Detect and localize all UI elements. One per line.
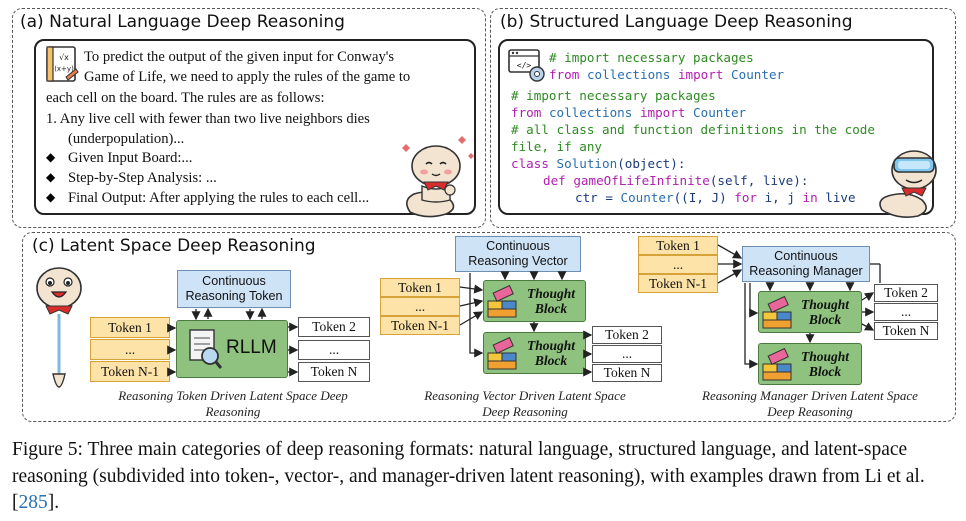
- continuous-reasoning-manager-box: Continuous Reasoning Manager: [742, 246, 870, 282]
- code-line-2: from collections import Counter: [549, 67, 785, 82]
- lego-bricks-icon: [762, 347, 792, 381]
- continuous-reasoning-token-box: Continuous Reasoning Token: [177, 270, 291, 308]
- continuous-reasoning-vector-box: Continuous Reasoning Vector: [455, 236, 581, 272]
- panel-c-title: (c) Latent Space Deep Reasoning: [32, 236, 316, 256]
- output-token-ellipsis: ...: [298, 340, 370, 360]
- nl-line-1: To predict the output of the given input…: [84, 49, 395, 65]
- svg-text:</>: </>: [517, 61, 532, 70]
- panel-a-title: (a) Natural Language Deep Reasoning: [20, 12, 345, 32]
- rm-output-token-2: Token 2: [874, 284, 938, 302]
- code-line-8: def gameOfLifeInfinite(self, live):: [543, 173, 809, 188]
- bullet-diamond-icon: ◆: [46, 150, 56, 164]
- rm-subcaption: Reasoning Manager Driven Latent Space De…: [702, 388, 918, 419]
- bullet-diamond-icon: ◆: [46, 170, 56, 184]
- code-window-icon: </>: [508, 49, 545, 82]
- nl-line-2: Game of Life, we need to apply the rules…: [84, 69, 411, 85]
- rv-input-token-n-minus-1: Token N-1: [380, 316, 460, 335]
- panel-a-text-box: [34, 39, 476, 215]
- snake-mascot-vr-illustration: [879, 150, 937, 218]
- rv-input-token-1: Token 1: [380, 278, 460, 297]
- rv-output-token-ellipsis: ...: [592, 345, 662, 363]
- rm-output-token-n: Token N: [874, 322, 938, 340]
- nl-line-6: Given Input Board:...: [68, 150, 193, 166]
- code-line-4: from collections import Counter: [511, 105, 747, 120]
- rllm-magnifier-icon: [189, 329, 222, 369]
- svg-text:(x+y): (x+y): [54, 65, 74, 73]
- panel-b-code-box: [498, 39, 934, 215]
- code-line-7: class Solution(object):: [511, 156, 686, 171]
- figure-caption: Figure 5: Three main categories of deep …: [12, 439, 925, 513]
- lego-bricks-icon: [487, 336, 517, 370]
- rt-subcaption: Reasoning Token Driven Latent Space Deep…: [118, 388, 348, 419]
- panel-natural-language: [12, 8, 486, 228]
- input-token-n-minus-1: Token N-1: [90, 361, 170, 382]
- snake-mascot-latent-illustration: [36, 267, 82, 388]
- rm-thought-block-2-label: Thought Block: [800, 349, 850, 379]
- rm-input-token-n-minus-1: Token N-1: [638, 274, 718, 293]
- code-line-5: # all class and function definitions in …: [511, 122, 875, 137]
- rv-output-token-2: Token 2: [592, 326, 662, 344]
- nl-line-5: (underpopulation)...: [68, 131, 185, 147]
- input-token-1: Token 1: [90, 317, 170, 338]
- input-token-ellipsis: ...: [90, 339, 170, 360]
- rv-input-token-ellipsis: ...: [380, 297, 460, 316]
- rv-output-token-n: Token N: [592, 364, 662, 382]
- panel-latent-space: [22, 232, 956, 422]
- rm-thought-block-1-label: Thought Block: [800, 297, 850, 327]
- code-line-1: # import necessary packages: [549, 50, 754, 65]
- rv-thought-block-1-label: Thought Block: [526, 286, 576, 316]
- bullet-diamond-icon: ◆: [46, 190, 56, 204]
- nl-line-4: 1. Any live cell with fewer than two liv…: [46, 111, 370, 127]
- lego-bricks-icon: [487, 284, 517, 318]
- svg-text:√x: √x: [59, 53, 69, 62]
- nl-line-3: each cell on the board. The rules are as…: [46, 90, 325, 106]
- output-token-2: Token 2: [298, 317, 370, 337]
- rm-output-token-ellipsis: ...: [874, 303, 938, 321]
- rv-thought-block-2-label: Thought Block: [526, 338, 576, 368]
- rm-input-token-1: Token 1: [638, 236, 718, 255]
- lego-bricks-icon: [762, 295, 792, 329]
- rm-input-token-ellipsis: ...: [638, 255, 718, 274]
- citation-link[interactable]: 285: [18, 492, 48, 513]
- panel-b-title: (b) Structured Language Deep Reasoning: [500, 12, 853, 32]
- snake-mascot-thinking-illustration: [402, 136, 474, 218]
- code-line-6: file, if any: [511, 139, 602, 154]
- nl-line-8: Final Output: After applying the rules t…: [68, 190, 370, 206]
- rllm-label: RLLM: [226, 337, 277, 358]
- math-book-icon: √x (x+y): [46, 46, 79, 82]
- output-token-n: Token N: [298, 362, 370, 382]
- code-line-9: ctr = Counter((I, J) for i, j in live: [575, 190, 856, 205]
- panel-structured-language: [490, 8, 956, 228]
- code-line-3: # import necessary packages: [511, 88, 716, 103]
- nl-line-7: Step-by-Step Analysis: ...: [68, 170, 217, 186]
- rv-subcaption: Reasoning Vector Driven Latent Space Dee…: [424, 388, 626, 419]
